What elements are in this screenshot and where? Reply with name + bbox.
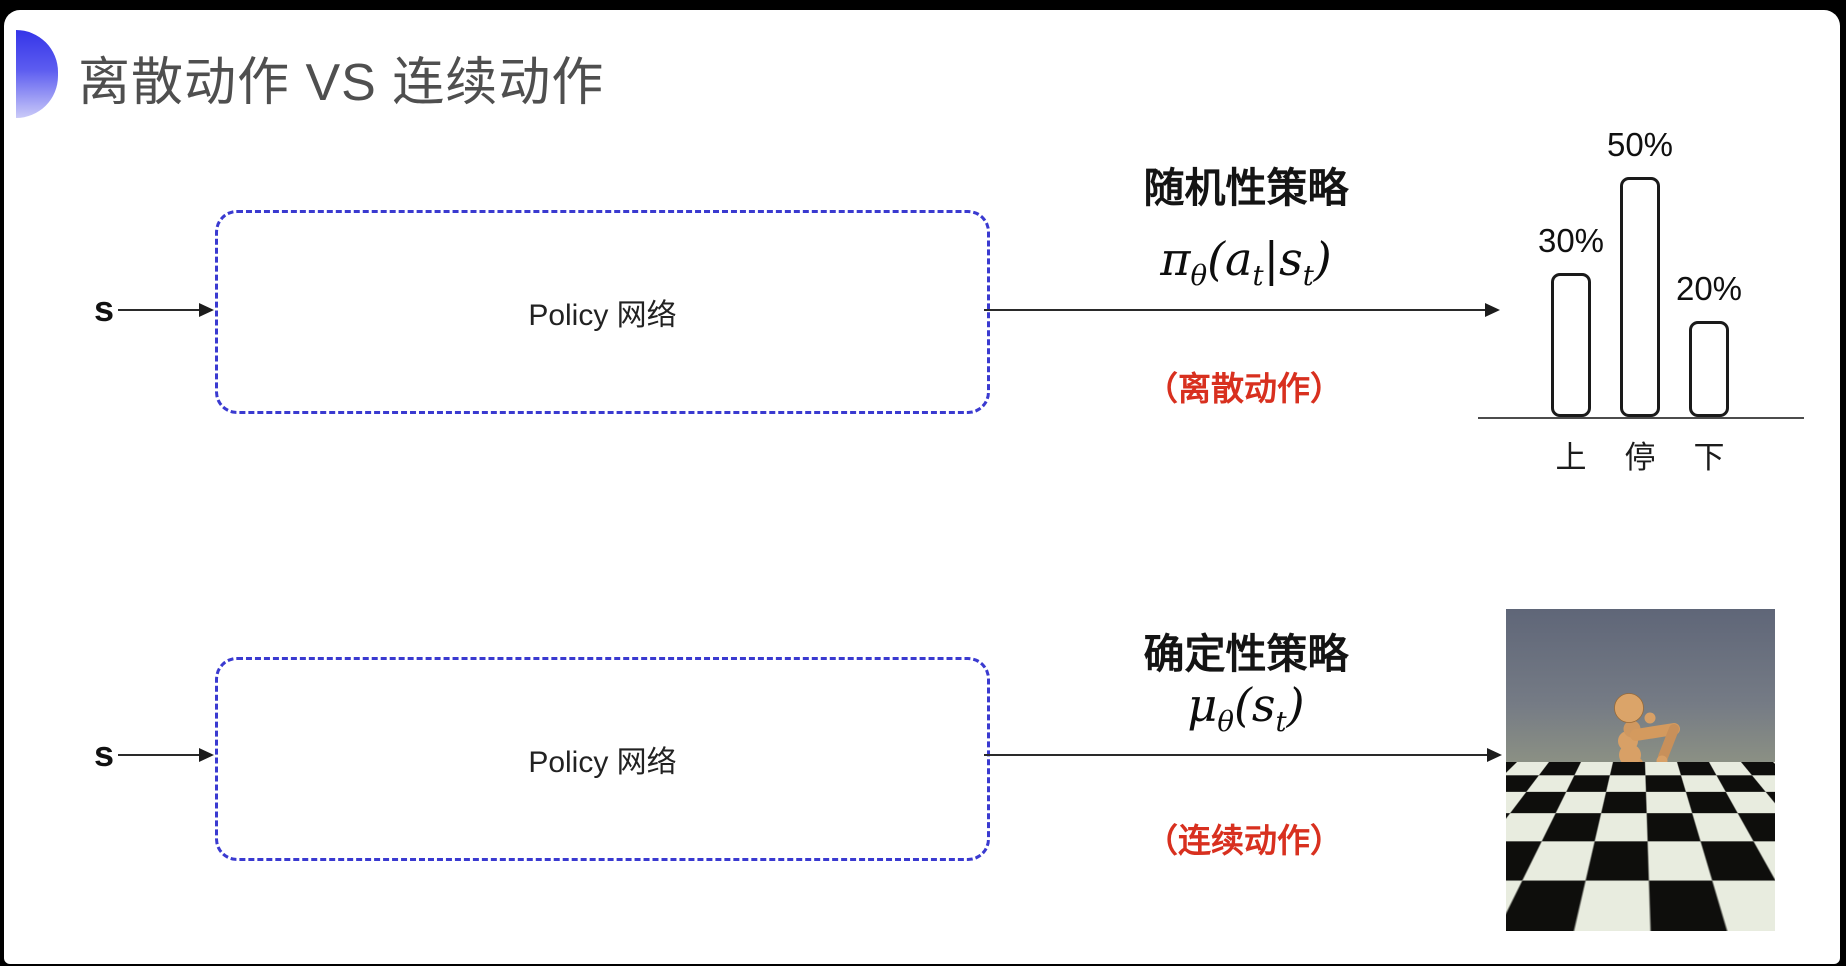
- bar-value-label: 20%: [1675, 270, 1743, 307]
- action-type-tag-bottom: （连续动作）: [1145, 822, 1343, 859]
- policy-type-title-top: 随机性策略: [1143, 165, 1349, 211]
- probability-bar: [1551, 273, 1591, 417]
- bar-column: 30%: [1538, 222, 1604, 417]
- bar-category-label: 上: [1555, 440, 1587, 475]
- humanoid-figure: [1592, 693, 1680, 871]
- bar-column: 20%: [1676, 270, 1742, 417]
- action-probability-chart: 30% 50% 20% 上 停 下: [1478, 118, 1804, 478]
- state-input-label-bottom: s: [93, 733, 115, 774]
- input-arrow-bottom: [118, 748, 214, 762]
- probability-bar: [1689, 321, 1729, 417]
- slide-page: 离散动作 VS 连续动作 s Policy 网络 随机性策略 πθ(at|st)…: [4, 10, 1840, 964]
- bar-column: 50%: [1607, 126, 1673, 417]
- chart-baseline: [1478, 417, 1804, 419]
- policy-formula-bottom: μθ(st): [1187, 678, 1305, 739]
- policy-network-box-bottom: Policy 网络: [215, 657, 990, 861]
- policy-type-title-bottom: 确定性策略: [1143, 631, 1349, 677]
- policy-formula-top: πθ(at|st): [1160, 232, 1332, 293]
- state-input-label-top: s: [93, 288, 115, 329]
- action-type-tag-top: （离散动作）: [1145, 370, 1343, 407]
- page-title: 离散动作 VS 连续动作: [78, 54, 605, 112]
- title-bullet-sphere-icon: [16, 30, 58, 118]
- input-arrow-top: [118, 303, 214, 317]
- policy-box-label-top: Policy 网络: [528, 299, 677, 332]
- probability-bar: [1620, 177, 1660, 417]
- humanoid-robot-image: [1506, 609, 1775, 931]
- chart-bars: 30% 50% 20%: [1538, 118, 1742, 417]
- chart-category-labels: 上停下: [1551, 432, 1729, 477]
- bar-value-label: 30%: [1537, 222, 1605, 259]
- bar-value-label: 50%: [1606, 126, 1674, 163]
- bar-category-label: 下: [1693, 440, 1725, 475]
- output-arrow-top: [984, 303, 1500, 317]
- output-arrow-bottom: [984, 748, 1502, 762]
- bar-category-label: 停: [1624, 440, 1656, 475]
- policy-network-box-top: Policy 网络: [215, 210, 990, 414]
- policy-box-label-bottom: Policy 网络: [528, 746, 677, 779]
